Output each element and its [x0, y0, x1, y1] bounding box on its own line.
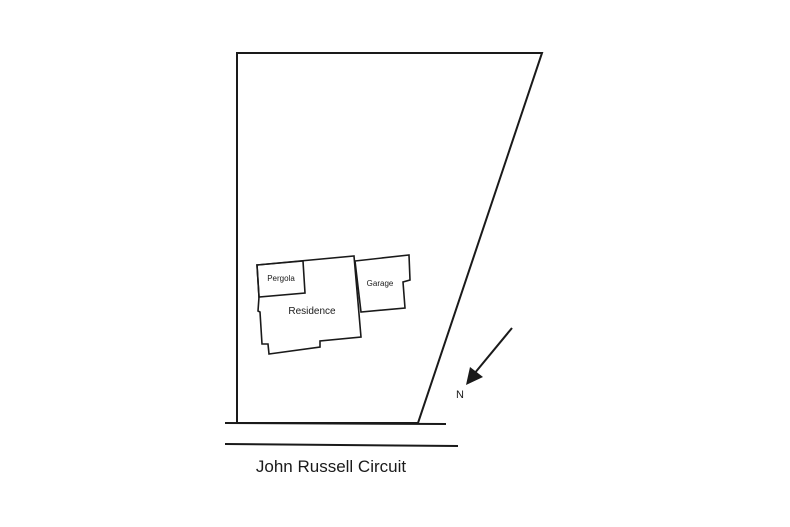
pergola-label: Pergola — [267, 274, 295, 283]
garage-label: Garage — [367, 279, 394, 288]
lot-boundary — [236, 52, 544, 424]
street-frontage-line — [224, 422, 447, 425]
pergola-outline — [256, 260, 306, 298]
street-kerb-line — [224, 443, 459, 447]
street-name-label: John Russell Circuit — [256, 457, 406, 476]
buildings-group — [256, 254, 411, 355]
north-arrow-shaft — [473, 327, 513, 375]
north-arrow-head-icon — [466, 367, 483, 385]
north-arrow: N — [456, 327, 513, 401]
residence-outline — [256, 255, 362, 355]
north-label: N — [456, 389, 464, 401]
residence-label: Residence — [288, 306, 336, 317]
garage-outline — [354, 254, 411, 313]
